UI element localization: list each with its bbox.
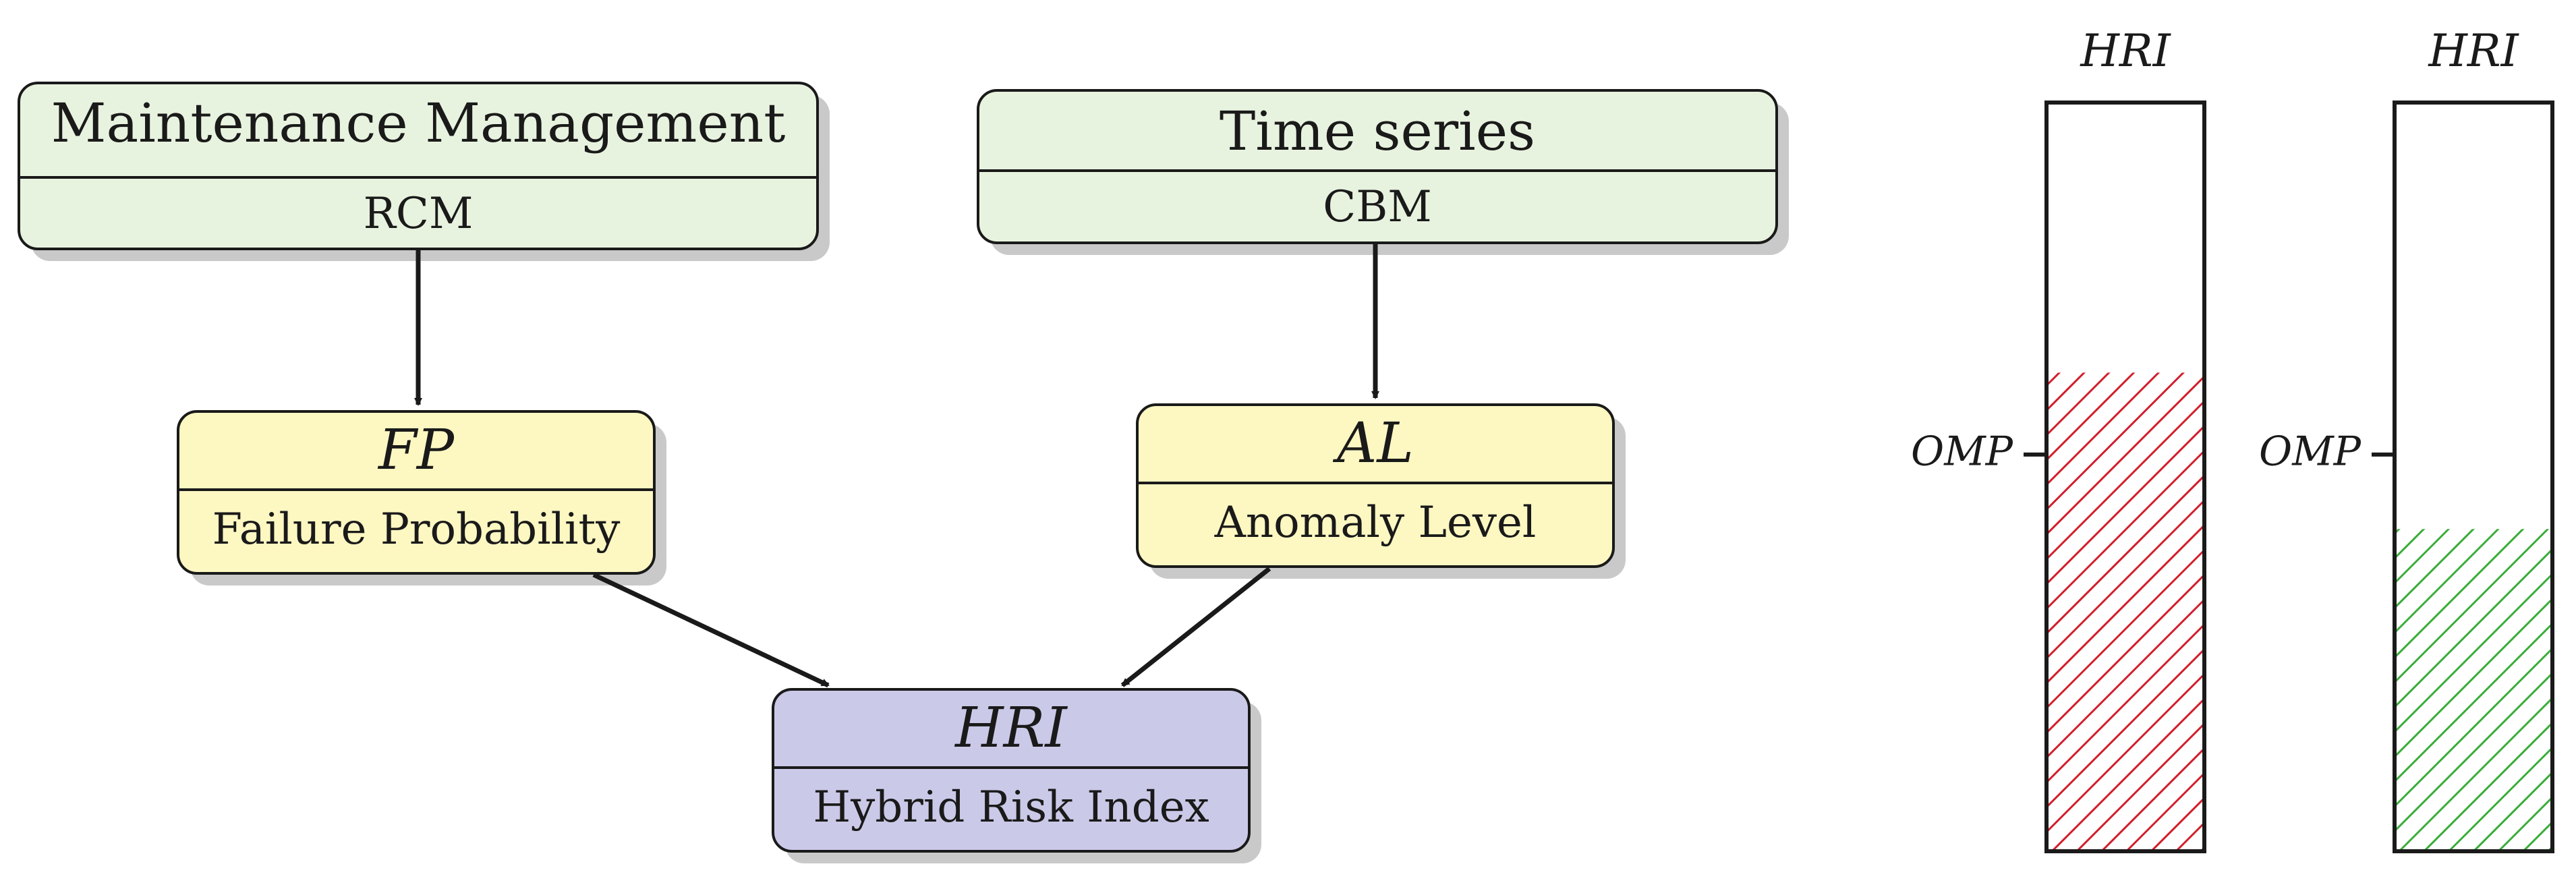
gauge-frame xyxy=(2044,101,2206,853)
maintenance-title: Maintenance Management xyxy=(51,92,786,154)
gauge-level-fill xyxy=(2395,529,2552,849)
gauge-title: HRI xyxy=(2428,25,2519,77)
node-body xyxy=(177,410,656,575)
gauge-title: HRI xyxy=(2080,25,2171,77)
al-node: AL Anomaly Level xyxy=(1136,403,1626,579)
omp-label: OMP xyxy=(1911,428,2014,475)
node-body xyxy=(1136,403,1615,568)
omp-label: OMP xyxy=(2259,428,2362,475)
time-series-node: Time series CBM xyxy=(977,89,1789,255)
hri-gauge-high: HRI OMP xyxy=(1911,25,2206,853)
arrow-fp-to-hri xyxy=(592,572,830,688)
fp-title: FP xyxy=(377,418,455,482)
node-body xyxy=(18,82,819,250)
hri-node: HRI Hybrid Risk Index xyxy=(772,688,1261,863)
maintenance-management-node: Maintenance Management RCM xyxy=(18,82,830,261)
gauge-level-fill xyxy=(2047,372,2204,849)
node-body xyxy=(977,89,1778,244)
hri-subtitle: Hybrid Risk Index xyxy=(813,782,1209,832)
hri-title: HRI xyxy=(954,696,1068,760)
time-series-subtitle: CBM xyxy=(1323,182,1432,232)
arrow-al-to-hri xyxy=(1120,567,1271,687)
node-body xyxy=(772,688,1251,853)
al-title: AL xyxy=(1332,411,1414,476)
al-subtitle: Anomaly Level xyxy=(1214,498,1537,548)
fp-subtitle: Failure Probability xyxy=(212,505,621,554)
gauge-frame xyxy=(2393,101,2554,853)
fp-node: FP Failure Probability xyxy=(177,410,666,585)
hri-gauge-low: HRI OMP xyxy=(2259,25,2554,853)
maintenance-subtitle: RCM xyxy=(364,189,474,239)
time-series-title: Time series xyxy=(1220,100,1535,163)
